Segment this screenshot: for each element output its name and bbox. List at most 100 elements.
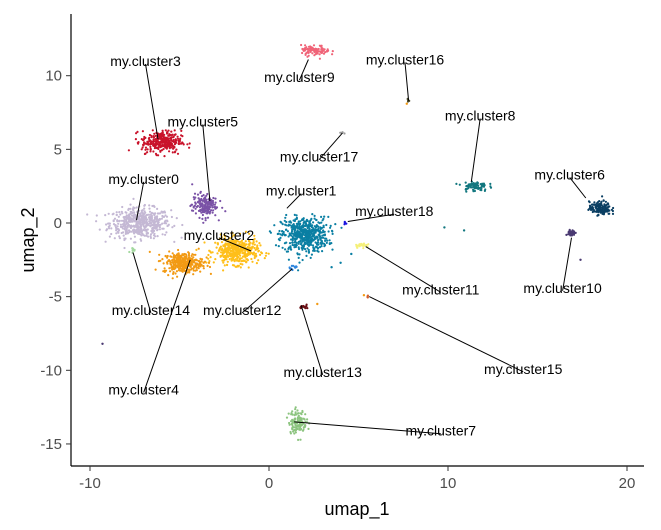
data-point — [305, 224, 308, 227]
data-point — [600, 200, 603, 203]
data-point — [296, 409, 299, 412]
data-point — [184, 256, 187, 259]
data-point — [284, 234, 287, 237]
data-point — [160, 217, 163, 220]
data-point — [167, 260, 170, 263]
data-point — [208, 249, 211, 252]
data-point — [303, 49, 306, 52]
data-point — [604, 200, 608, 203]
data-point — [149, 233, 153, 236]
data-point — [163, 210, 166, 213]
data-point — [202, 207, 205, 210]
data-point — [304, 248, 307, 251]
data-point — [601, 209, 604, 212]
data-point — [343, 132, 346, 135]
data-point — [204, 205, 207, 208]
data-point — [124, 237, 127, 240]
data-point — [135, 228, 138, 231]
data-point — [195, 248, 198, 251]
data-point — [281, 234, 284, 237]
data-point — [295, 217, 298, 220]
data-point — [318, 57, 321, 60]
data-point — [321, 219, 324, 222]
data-point — [121, 205, 124, 209]
data-point — [318, 53, 321, 56]
data-point — [241, 263, 244, 266]
data-point — [150, 134, 153, 137]
data-point — [181, 142, 184, 145]
data-point — [174, 139, 177, 142]
data-point — [322, 52, 326, 55]
data-point — [129, 224, 132, 227]
data-point — [159, 212, 162, 215]
data-point — [101, 342, 104, 345]
data-point — [173, 240, 176, 243]
data-point — [310, 253, 313, 256]
data-point — [293, 432, 296, 435]
data-point — [156, 220, 160, 223]
my.cluster13-points — [299, 303, 309, 310]
x-axis-title: umap_1 — [324, 499, 389, 520]
data-point — [299, 306, 302, 309]
data-point — [290, 238, 293, 241]
data-point — [310, 217, 313, 220]
data-point — [181, 263, 184, 266]
data-point — [593, 210, 596, 213]
data-point — [339, 131, 342, 134]
data-point — [220, 248, 223, 252]
data-point — [201, 203, 204, 206]
data-point — [139, 223, 142, 226]
data-point — [168, 150, 171, 153]
data-point — [174, 256, 177, 259]
data-point — [161, 258, 164, 261]
data-point — [598, 202, 601, 205]
data-point — [153, 229, 156, 232]
data-point — [307, 48, 310, 51]
data-point — [306, 226, 309, 230]
data-point — [122, 234, 125, 237]
data-point — [313, 217, 316, 220]
data-point — [300, 225, 303, 228]
data-point — [230, 252, 233, 255]
data-point — [246, 252, 249, 255]
data-point — [594, 205, 597, 209]
data-point — [194, 253, 197, 256]
y-tick-label: -15 — [40, 436, 62, 453]
my.cluster8-leader-line — [470, 118, 481, 182]
data-point — [247, 266, 250, 269]
data-point — [161, 143, 164, 146]
data-point — [256, 247, 259, 250]
y-tick-label: 10 — [45, 68, 62, 85]
data-point — [226, 260, 229, 263]
data-point — [219, 199, 222, 203]
data-point — [149, 224, 152, 227]
data-point — [224, 210, 227, 213]
data-point — [223, 243, 227, 246]
data-point — [162, 227, 165, 230]
data-point — [153, 205, 156, 208]
data-point — [240, 257, 243, 260]
data-point — [173, 145, 176, 149]
data-point — [290, 420, 293, 423]
data-point — [597, 208, 600, 211]
data-point — [210, 204, 213, 207]
data-point — [171, 133, 174, 136]
data-point — [304, 44, 307, 47]
my.cluster8-label: my.cluster8 — [445, 108, 516, 124]
data-point — [201, 217, 204, 220]
data-point — [300, 424, 303, 427]
data-point — [123, 217, 126, 220]
data-point — [321, 250, 324, 253]
data-point — [593, 201, 596, 204]
data-point — [196, 193, 200, 196]
data-point — [608, 212, 611, 215]
data-point — [320, 221, 323, 224]
data-point — [178, 255, 181, 258]
data-point — [234, 254, 238, 257]
my.cluster10-leader-line — [562, 237, 572, 291]
data-point — [253, 234, 256, 237]
data-point — [304, 47, 307, 50]
data-point — [278, 229, 281, 233]
data-point — [214, 197, 217, 200]
